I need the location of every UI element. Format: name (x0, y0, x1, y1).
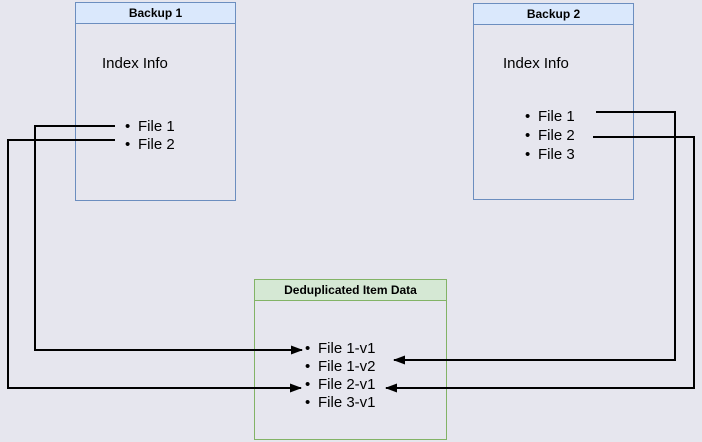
dedup-file-1-v2: File 1-v2 (305, 358, 376, 376)
backup2-file-3: File 3 (525, 145, 575, 164)
deduplicated-item-data-title: Deduplicated Item Data (255, 280, 446, 301)
backup2-file-2: File 2 (525, 126, 575, 145)
backup2-index-info-label: Index Info (503, 55, 569, 72)
backup1-file-list: File 1 File 2 (125, 118, 175, 154)
dedup-file-list: File 1-v1 File 1-v2 File 2-v1 File 3-v1 (305, 340, 376, 412)
dedup-file-2-v1: File 2-v1 (305, 376, 376, 394)
backup2-file-list: File 1 File 2 File 3 (525, 107, 575, 164)
backup1-title: Backup 1 (76, 3, 235, 24)
dedup-file-3-v1: File 3-v1 (305, 394, 376, 412)
backup1-box: Backup 1 Index Info File 1 File 2 (75, 2, 236, 201)
backup2-title: Backup 2 (474, 4, 633, 25)
backup1-index-info-label: Index Info (102, 55, 168, 72)
dedup-file-1-v1: File 1-v1 (305, 340, 376, 358)
backup1-file-2: File 2 (125, 136, 175, 154)
backup1-file-1: File 1 (125, 118, 175, 136)
backup2-box: Backup 2 Index Info File 1 File 2 File 3 (473, 3, 634, 200)
backup2-file-1: File 1 (525, 107, 575, 126)
deduplicated-item-data-box: Deduplicated Item Data File 1-v1 File 1-… (254, 279, 447, 440)
